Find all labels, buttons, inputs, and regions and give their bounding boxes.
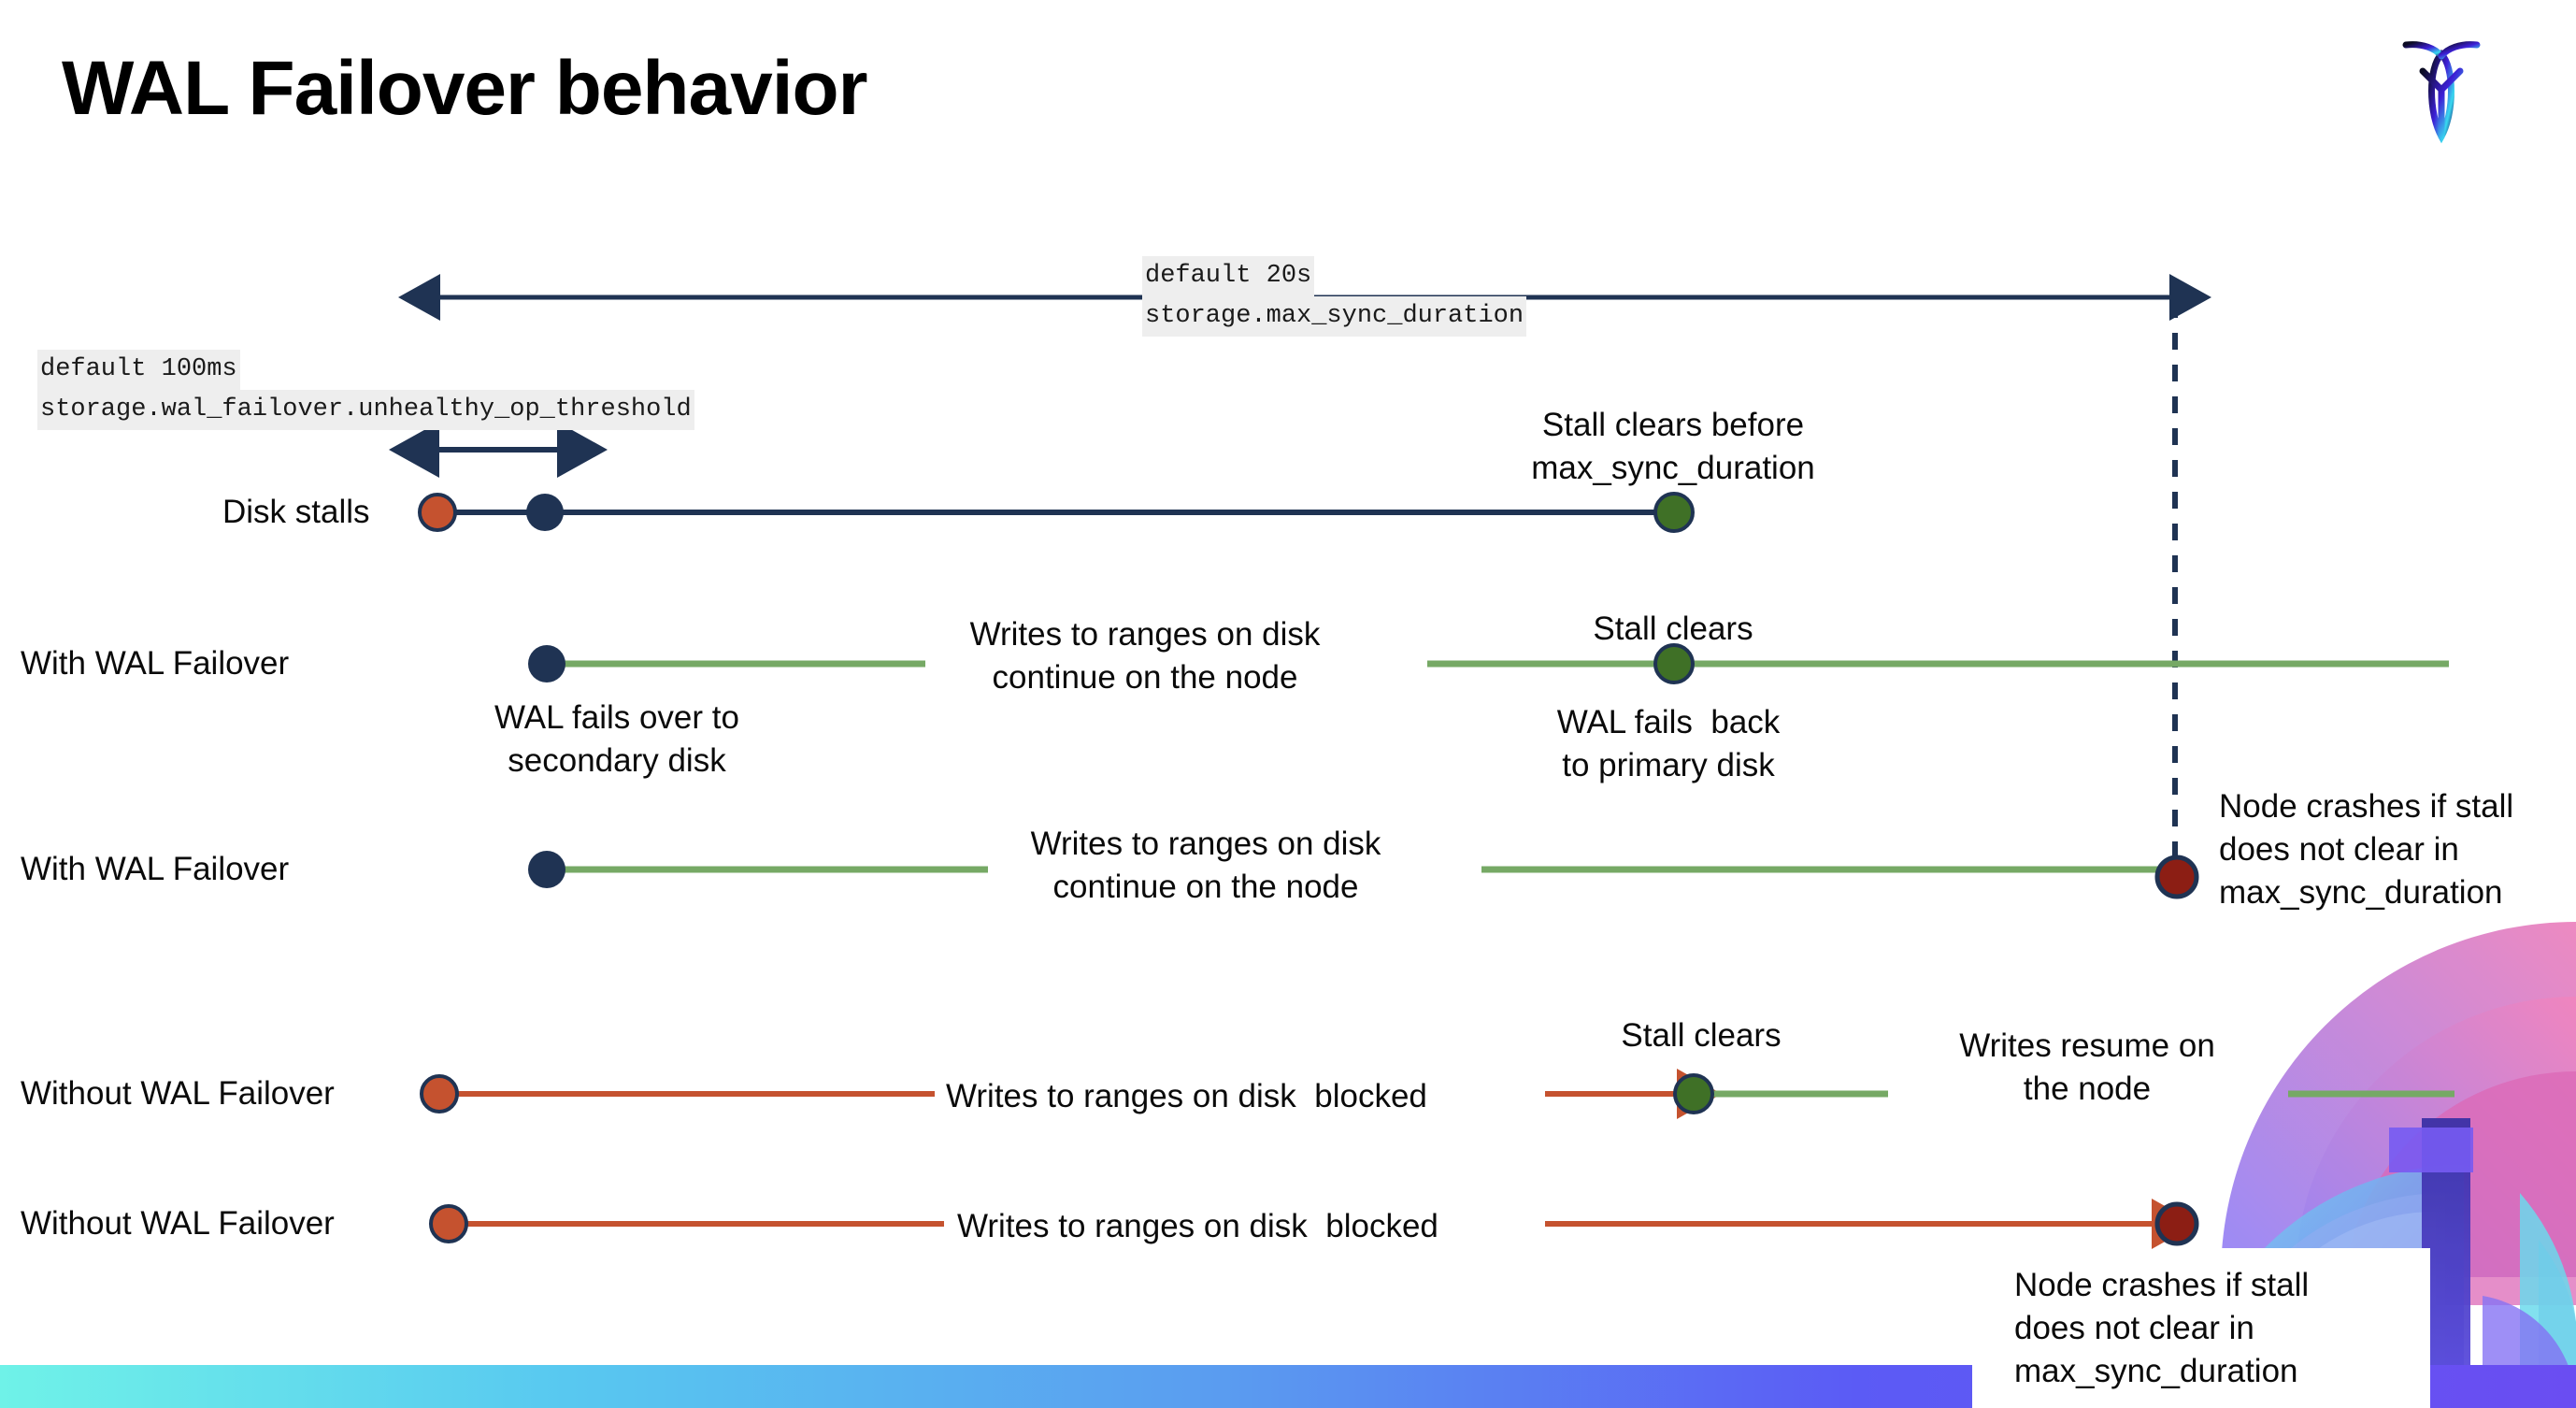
row1-stall-start-dot bbox=[418, 493, 457, 532]
callout-stall-clears-row4: Stall clears bbox=[1621, 1017, 1782, 1054]
row4-stall-clear-dot bbox=[1673, 1073, 1714, 1114]
callout-writes-blocked-row5: Writes to ranges on disk blocked bbox=[957, 1208, 1438, 1244]
callout-wal-fails-back: WAL fails back to primary disk bbox=[1556, 704, 1781, 784]
row-label-without-wal-failover-1: Without WAL Failover bbox=[21, 1075, 335, 1112]
cockroachdb-logo bbox=[2385, 22, 2497, 153]
row-label-without-wal-failover-2: Without WAL Failover bbox=[21, 1205, 335, 1242]
callout-writes-resume: Writes resume on the node bbox=[1959, 1027, 2215, 1108]
row5-blocked-start-dot bbox=[429, 1204, 468, 1243]
row-label-disk-stalls: Disk stalls bbox=[222, 494, 370, 530]
page-title: WAL Failover behavior bbox=[62, 46, 868, 131]
max-sync-duration-annotation: default 20s storage.max_sync_duration bbox=[1142, 256, 1527, 338]
callout-writes-blocked-row4: Writes to ranges on disk blocked bbox=[946, 1078, 1427, 1114]
callout-stall-clears-row2: Stall clears bbox=[1593, 611, 1753, 647]
callout-writes-continue-row3: Writes to ranges on disk continue on the… bbox=[1030, 826, 1381, 906]
callout-wal-fails-over: WAL fails over to secondary disk bbox=[494, 699, 739, 780]
unhealthy-op-threshold-setting: storage.wal_failover.unhealthy_op_thresh… bbox=[37, 390, 694, 431]
row5-crash-dot bbox=[2154, 1201, 2199, 1246]
callout-writes-continue-row2: Writes to ranges on disk continue on the… bbox=[969, 616, 1321, 697]
logo-svg bbox=[2402, 41, 2481, 144]
max-sync-duration-setting: storage.max_sync_duration bbox=[1142, 296, 1527, 338]
max-sync-duration-default: default 20s bbox=[1142, 256, 1315, 297]
callout-stall-clears-before-max-sync: Stall clears before max_sync_duration bbox=[1531, 407, 1815, 487]
row3-failover-dot bbox=[528, 851, 565, 888]
row4-blocked-start-dot bbox=[420, 1074, 459, 1113]
row2-failover-dot bbox=[528, 645, 565, 682]
row1-stall-clear-dot bbox=[1653, 492, 1695, 533]
row2-stall-clear-dot bbox=[1653, 643, 1695, 684]
callout-node-crashes-row3: Node crashes if stall does not clear in … bbox=[2219, 788, 2514, 912]
row-label-with-wal-failover-2: With WAL Failover bbox=[21, 851, 290, 887]
row3-crash-dot bbox=[2154, 855, 2199, 899]
caption-backplate bbox=[1972, 1248, 2430, 1408]
unhealthy-op-threshold-annotation: default 100ms storage.wal_failover.unhea… bbox=[37, 350, 694, 431]
row-label-with-wal-failover-1: With WAL Failover bbox=[21, 645, 290, 682]
unhealthy-op-threshold-default: default 100ms bbox=[37, 350, 240, 391]
row1-threshold-dot bbox=[526, 494, 564, 531]
callout-node-crashes-row5: Node crashes if stall does not clear in … bbox=[2014, 1267, 2310, 1390]
